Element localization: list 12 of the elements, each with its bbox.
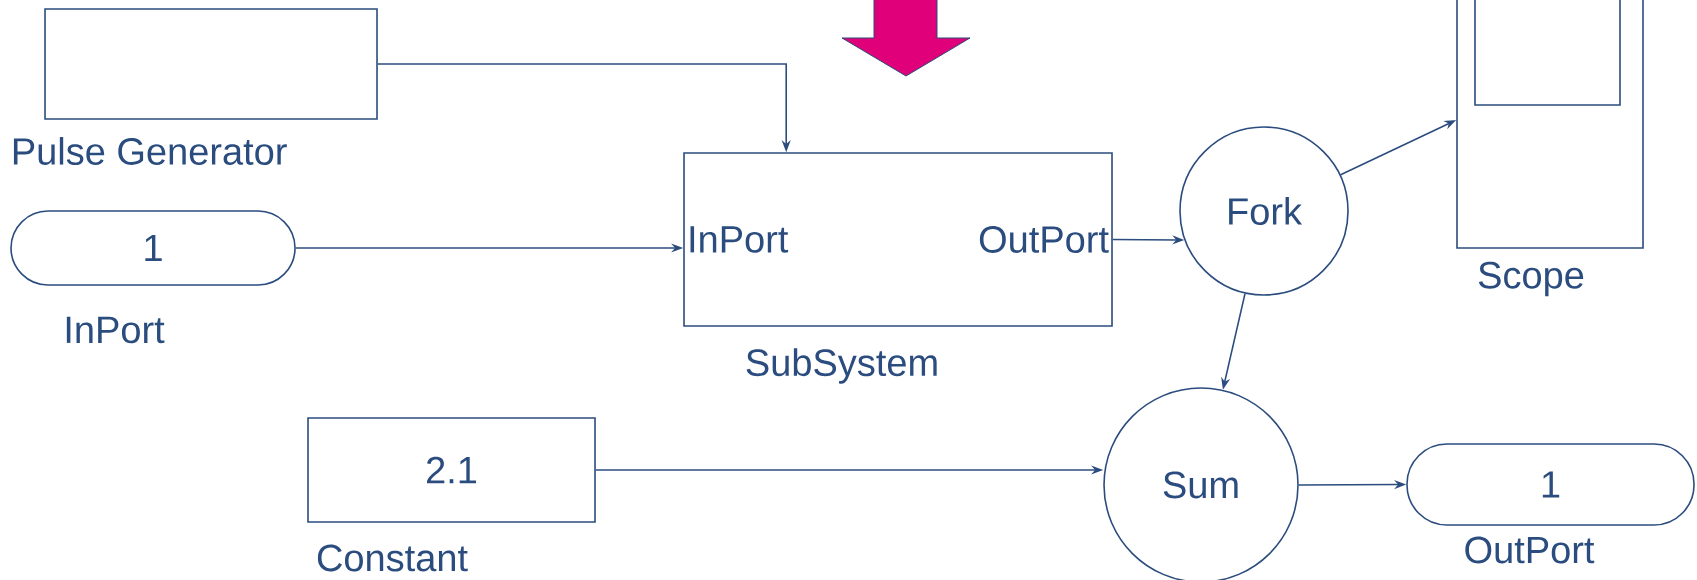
subsystem-block: InPort OutPort [683,152,1113,327]
block-label: Scope [1478,261,1584,297]
port-block: 1 [1406,443,1695,526]
block-box: 2.1 [307,417,596,523]
block-label: SubSystem [746,348,937,384]
block-label: Pulse Generator [13,137,287,165]
block-label: Constant [317,544,468,572]
block-label: OutPort [1465,536,1595,564]
port-block: 1 [10,210,296,286]
node-label: InPort [690,226,789,253]
node-label: OutPort [979,226,1109,253]
block-label: InPort [66,316,165,344]
